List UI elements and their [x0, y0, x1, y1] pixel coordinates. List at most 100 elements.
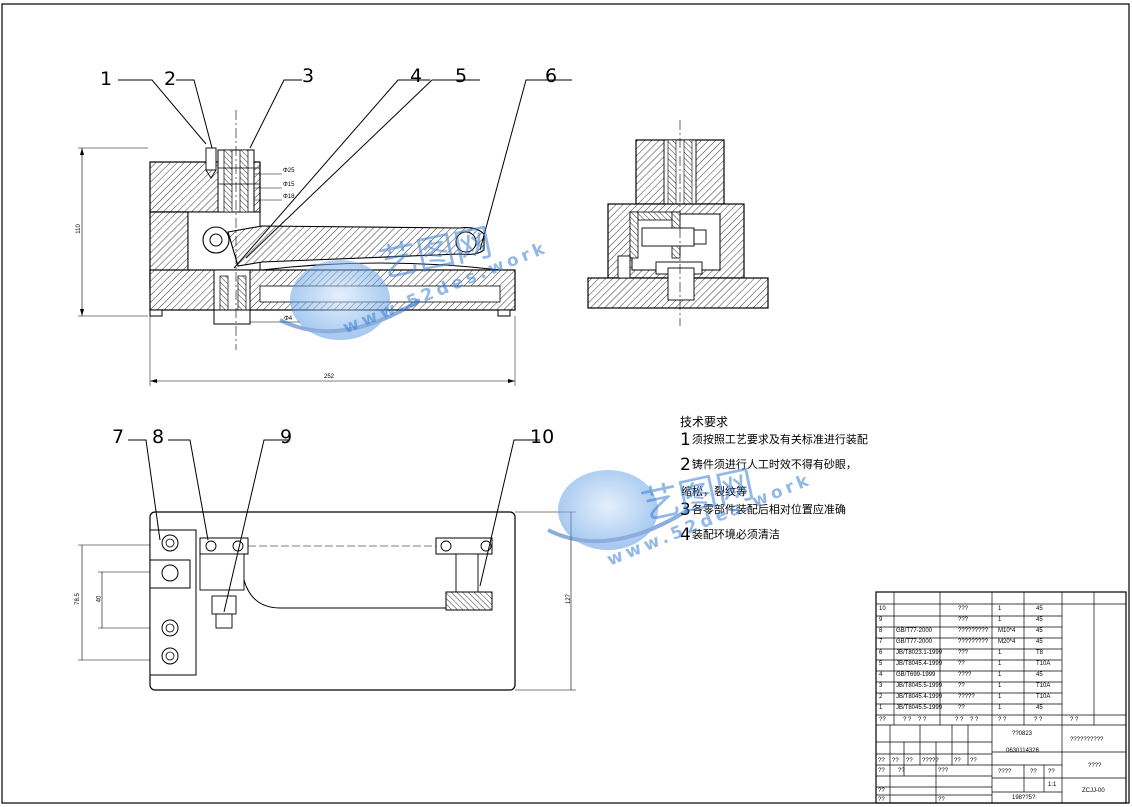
- bom-cell-qty: 1: [998, 694, 1002, 700]
- watermark-logo-1: [279, 260, 422, 340]
- bom-cell-material: T10A: [1036, 683, 1051, 689]
- callout-3: 3: [302, 65, 315, 87]
- bom-header-cell: ??: [879, 717, 886, 723]
- requirement-item: 3各零部件装配后相对位置应准确: [680, 500, 846, 520]
- bom-cell-no: 7: [879, 639, 883, 645]
- side-section-view: [587, 120, 769, 326]
- callout-1: 1: [100, 68, 113, 90]
- bom-cell-no: 5: [879, 661, 883, 667]
- title-block-cell: ???: [938, 768, 949, 774]
- title-block-code1: ??0823: [1012, 731, 1033, 737]
- bom-cell-no: 2: [879, 694, 883, 700]
- callout-9: 9: [280, 426, 293, 448]
- bom-cell-name: ??: [958, 661, 965, 667]
- requirement-item: 1须按照工艺要求及有关标准进行装配: [680, 430, 868, 450]
- requirements-title: 技术要求: [680, 415, 729, 429]
- bom-header-cell: ? ?: [903, 717, 912, 723]
- title-block-cell: ??: [878, 768, 885, 774]
- sheet-border: [1, 3, 1130, 804]
- callout-4: 4: [410, 65, 423, 87]
- title-block-mid: ????: [998, 769, 1012, 775]
- bom-cell-code: JB/T8045.5-1999: [896, 683, 943, 689]
- bom-header-cell: ? ?: [970, 717, 979, 723]
- bom-cell-qty: 1: [998, 672, 1002, 678]
- title-block-mid: ??: [1048, 769, 1055, 775]
- title-block-drawing-no: ZCJJ-00: [1082, 788, 1105, 794]
- title-block-scale: 1:1: [1048, 782, 1057, 788]
- front-section-view: [78, 110, 516, 386]
- bom-cell-code: GB/T699-1999: [896, 672, 936, 678]
- bom-cell-qty: 1: [998, 606, 1002, 612]
- title-block-code2: 0630114326: [1006, 748, 1039, 754]
- title-block-cell: ?????: [922, 758, 939, 764]
- title-block-cell: ??: [898, 768, 905, 774]
- dim-dia3: Φ18: [283, 194, 295, 200]
- bom-cell-name: ??: [958, 705, 965, 711]
- dim-bore: Φ4: [284, 316, 293, 322]
- dim-plan-h1: 78.5: [74, 593, 81, 605]
- bom-cell-qty: 1: [998, 617, 1002, 623]
- requirement-item: 2铸件须进行人工时效不得有砂眼，: [680, 455, 857, 475]
- bom-cell-material: 45: [1036, 705, 1043, 711]
- plan-view: [78, 511, 576, 691]
- callout-5: 5: [455, 65, 468, 87]
- bom-header-cell: ? ?: [955, 717, 964, 723]
- bom-cell-qty: 1: [998, 683, 1002, 689]
- bom-header-cell: ? ?: [1070, 717, 1079, 723]
- bom-cell-material: T8: [1036, 650, 1044, 656]
- bom-cell-qty: 1: [998, 705, 1002, 711]
- leader-lines: [118, 79, 572, 613]
- title-block-unit: ????: [1088, 763, 1102, 769]
- bom-cell-qty: M20*4: [998, 639, 1016, 645]
- callout-7: 7: [112, 426, 125, 448]
- bom-cell-name: ???: [958, 650, 969, 656]
- bom-cell-code: JB/T8045.4-1999: [896, 694, 943, 700]
- dim-width: 252: [324, 374, 335, 380]
- watermark-logo-2: [547, 470, 690, 550]
- bom-cell-material: 45: [1036, 672, 1043, 678]
- bom-header-cell: ? ?: [998, 717, 1007, 723]
- bom-cell-name: ???: [958, 617, 969, 623]
- title-block-cell: ??: [954, 758, 961, 764]
- bom-cell-no: 6: [879, 650, 883, 656]
- requirement-item: 缩松，裂纹等: [681, 485, 747, 498]
- bom-cell-name: ????: [958, 672, 972, 678]
- bom-cell-name: ?????????: [958, 639, 989, 645]
- title-block-cell: ??: [892, 758, 899, 764]
- title-block-cell: ??: [878, 788, 885, 794]
- bom-cell-no: 8: [879, 628, 883, 634]
- callout-8: 8: [152, 426, 165, 448]
- title-block-cell: ??: [878, 797, 885, 803]
- callout-10: 10: [530, 426, 555, 448]
- bom-cell-name: ?????????: [958, 628, 989, 634]
- bom-cell-code: JB/T8045.4-1999: [896, 661, 943, 667]
- bom-cell-material: 45: [1036, 617, 1043, 623]
- title-block-cell: ??: [906, 758, 913, 764]
- dim-plan-h2: 40: [96, 595, 103, 603]
- bom-cell-material: 45: [1036, 606, 1043, 612]
- bom-cell-material: T10A: [1036, 661, 1051, 667]
- bom-cell-material: T10A: [1036, 694, 1051, 700]
- bom-cell-material: 45: [1036, 639, 1043, 645]
- bom-cell-name: ?????: [958, 694, 975, 700]
- bom-cell-name: ??: [958, 683, 965, 689]
- bom-cell-name: ???: [958, 606, 969, 612]
- title-block-cell: ??: [970, 758, 977, 764]
- bom-cell-no: 10: [879, 606, 886, 612]
- dim-dia1: Φ25: [283, 168, 295, 174]
- title-block-school: 198??5?: [1012, 795, 1036, 801]
- bom-cell-code: JB/T8023.1-1999: [896, 650, 943, 656]
- bom-header-cell: ? ?: [918, 717, 927, 723]
- title-block-cell: ??: [878, 758, 885, 764]
- dim-plan-h3: 127: [566, 593, 573, 605]
- bom-cell-material: 45: [1036, 628, 1043, 634]
- bom-cell-no: 4: [879, 672, 883, 678]
- callout-6: 6: [545, 65, 558, 87]
- title-block-mid: ??: [1030, 769, 1037, 775]
- dim-dia2: Φ15: [283, 182, 295, 188]
- bom-cell-no: 3: [879, 683, 883, 689]
- dim-height: 110: [75, 224, 82, 234]
- title-block-name: ??????????: [1070, 737, 1104, 743]
- title-block-cell: ??: [938, 797, 945, 803]
